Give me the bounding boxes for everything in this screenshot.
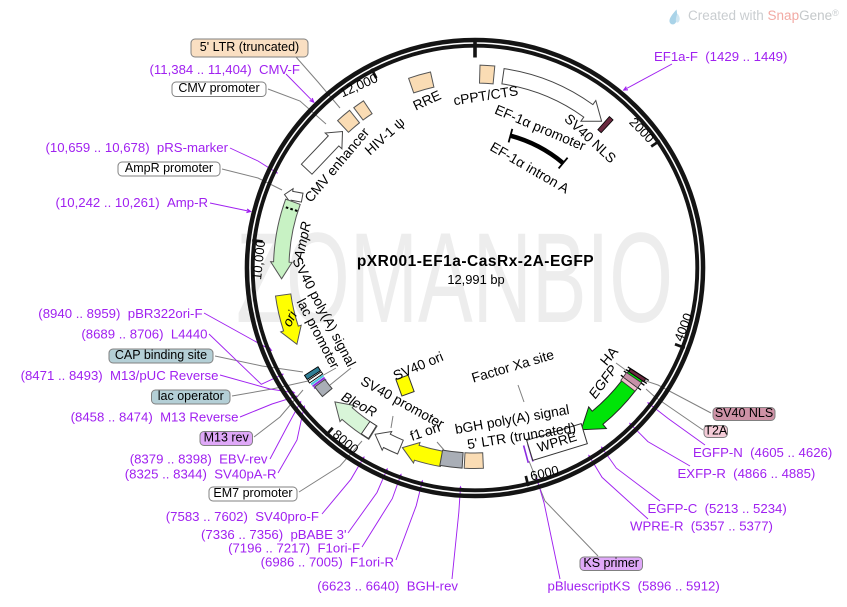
svg-text:(8471 .. 8493) M13/pUC Revers: (8471 .. 8493) M13/pUC Reverse [21, 368, 219, 383]
svg-text:CMV promoter: CMV promoter [178, 81, 259, 95]
svg-text:EXFP-R (4866 .. 4885): EXFP-R (4866 .. 4885) [678, 466, 816, 481]
svg-text:ori: ori [280, 308, 301, 329]
svg-text:5' LTR (truncated): 5' LTR (truncated) [200, 40, 299, 54]
svg-text:(8458 .. 8474) M13 Reverse: (8458 .. 8474) M13 Reverse [71, 410, 239, 425]
svg-text:WPRE-R (5357 .. 5377): WPRE-R (5357 .. 5377) [630, 519, 773, 534]
svg-text:(7583 .. 7602) SV40pro-F: (7583 .. 7602) SV40pro-F [166, 509, 319, 524]
svg-text:(7196 .. 7217) F1ori-F: (7196 .. 7217) F1ori-F [228, 541, 360, 556]
svg-text:pBluescriptKS (5896 .. 5912): pBluescriptKS (5896 .. 5912) [548, 579, 720, 594]
svg-text:AmpR promoter: AmpR promoter [125, 161, 213, 175]
svg-text:SV40 NLS: SV40 NLS [715, 406, 773, 420]
svg-text:(8379 .. 8398) EBV-rev: (8379 .. 8398) EBV-rev [130, 452, 268, 467]
svg-text:(6986 .. 7005) F1ori-R: (6986 .. 7005) F1ori-R [261, 555, 394, 570]
svg-text:(8325 .. 8344) SV40pA-R: (8325 .. 8344) SV40pA-R [125, 467, 277, 482]
svg-text:lac operator: lac operator [158, 389, 224, 403]
svg-text:12,991 bp: 12,991 bp [447, 272, 504, 287]
svg-text:10,000: 10,000 [249, 239, 268, 280]
svg-text:EF1a-F (1429 .. 1449): EF1a-F (1429 .. 1449) [654, 49, 787, 64]
svg-text:(8689 .. 8706) L4440: (8689 .. 8706) L4440 [81, 327, 207, 342]
svg-text:(10,242 .. 10,261) Amp-R: (10,242 .. 10,261) Amp-R [56, 195, 208, 210]
svg-text:M13 rev: M13 rev [204, 431, 250, 445]
svg-text:(6623 .. 6640) BGH-rev: (6623 .. 6640) BGH-rev [317, 579, 458, 594]
svg-text:KS primer: KS primer [583, 556, 639, 570]
svg-text:pXR001-EF1a-CasRx-2A-EGFP: pXR001-EF1a-CasRx-2A-EGFP [357, 253, 594, 270]
svg-text:EGFP-C (5213 .. 5234): EGFP-C (5213 .. 5234) [648, 501, 787, 516]
svg-text:EGFP-N (4605 .. 4626): EGFP-N (4605 .. 4626) [693, 445, 832, 460]
svg-text:EM7 promoter: EM7 promoter [213, 486, 292, 500]
svg-text:(11,384 .. 11,404) CMV-F: (11,384 .. 11,404) CMV-F [149, 62, 300, 77]
svg-text:Created with SnapGene®: Created with SnapGene® [688, 8, 839, 23]
svg-text:ZOMANBIO: ZOMANBIO [236, 207, 673, 350]
svg-text:6000: 6000 [529, 462, 561, 483]
svg-text:(7336 .. 7356) pBABE 3': (7336 .. 7356) pBABE 3' [201, 527, 346, 542]
svg-text:(10,659 .. 10,678) pRS-marker: (10,659 .. 10,678) pRS-marker [45, 140, 228, 155]
svg-text:(8940 .. 8959) pBR322ori-F: (8940 .. 8959) pBR322ori-F [38, 306, 202, 321]
svg-text:T2A: T2A [704, 424, 728, 438]
svg-text:CAP binding site: CAP binding site [115, 348, 207, 362]
